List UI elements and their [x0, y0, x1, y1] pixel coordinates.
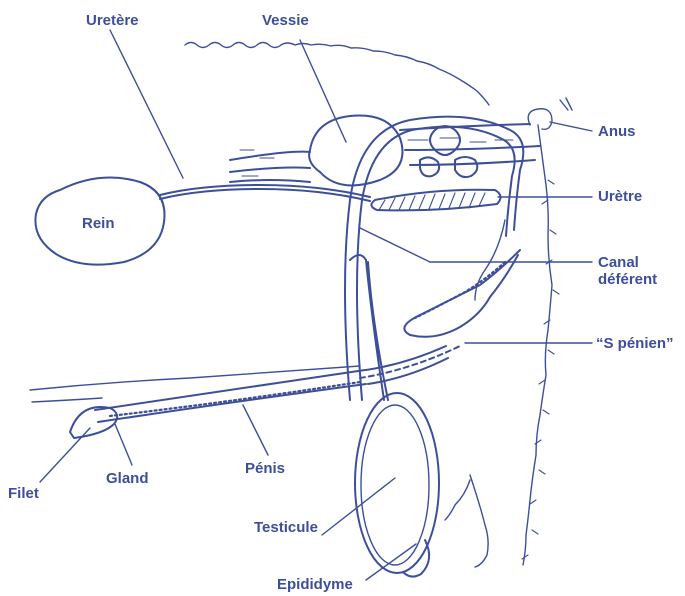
vas-deferens-leader: [360, 228, 430, 262]
back-outline: [185, 43, 572, 111]
sigmoid-flexure-inner: [415, 262, 505, 318]
penis-leader: [243, 405, 268, 455]
label-testicule: Testicule: [254, 519, 318, 536]
spermatic-cord: [350, 255, 388, 400]
perineum-ticks: [522, 180, 559, 559]
label-epididyme: Epididyme: [277, 576, 353, 593]
testicle-inner: [361, 405, 429, 565]
scrotum-outline: [445, 475, 488, 567]
penis-dotted-core: [110, 382, 360, 416]
label-canal-line2: déférent: [598, 271, 657, 288]
label-uretre: Urètre: [598, 188, 642, 205]
vas-ampulla: [475, 220, 505, 300]
ureter-path: [160, 185, 370, 201]
testicle-shape: [355, 393, 439, 573]
label-filet: Filet: [8, 485, 39, 502]
anus-shape: [528, 109, 552, 130]
gland-leader: [115, 424, 132, 465]
filet-leader: [40, 428, 90, 482]
accessory-glands: [420, 126, 477, 177]
ureter-leader: [110, 30, 183, 178]
perineum-outline: [523, 125, 552, 565]
penis-shaft: [95, 346, 448, 422]
label-penis: Pénis: [245, 460, 285, 477]
label-vessie: Vessie: [262, 12, 309, 29]
label-anus: Anus: [598, 123, 636, 140]
epididyme-leader: [366, 544, 416, 580]
label-uretere: Uretère: [86, 12, 139, 29]
rectum-shape: [230, 124, 540, 182]
belly-outline: [30, 366, 360, 402]
label-rein: Rein: [82, 215, 115, 232]
anus-leader: [550, 122, 592, 131]
label-canal-line1: Canal: [598, 254, 639, 271]
glans-shape: [70, 407, 117, 438]
testicule-leader: [322, 478, 395, 535]
label-gland: Gland: [106, 470, 149, 487]
label-s-penien: “S pénien”: [596, 335, 674, 352]
